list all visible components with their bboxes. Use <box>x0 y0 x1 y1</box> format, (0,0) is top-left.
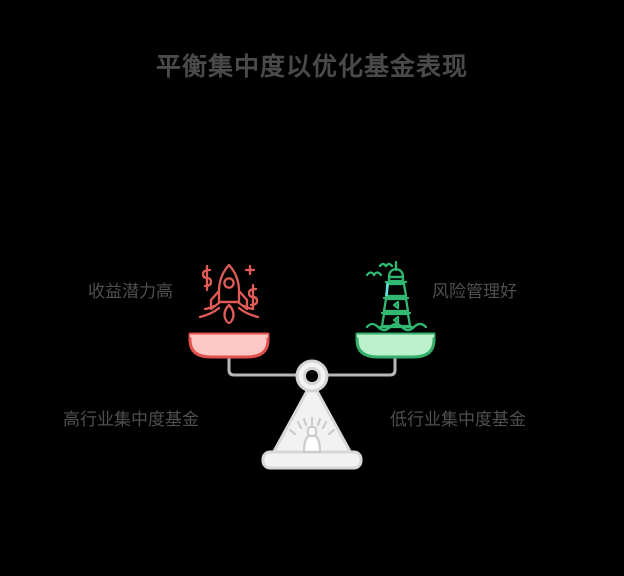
scale-fulcrum <box>295 359 329 393</box>
lighthouse-icon <box>365 260 428 332</box>
right-category-caption: 低行业集中度基金 <box>390 410 526 429</box>
waves-icon <box>365 322 428 332</box>
right-benefit-label: 风险管理好 <box>432 282 517 301</box>
right-pan <box>355 332 436 359</box>
dollar-sign-right <box>247 283 259 311</box>
sparkle-icon <box>244 264 256 276</box>
left-benefit-label: 收益潜力高 <box>88 282 173 301</box>
birds-icon <box>365 262 394 277</box>
rocket-money-icon <box>198 263 260 325</box>
lighthouse-beam-accent <box>385 282 389 297</box>
left-pan <box>188 332 270 359</box>
page-title: 平衡集中度以优化基金表现 <box>155 53 468 81</box>
lamp-icon <box>288 416 336 454</box>
dollar-sign-left <box>201 264 213 292</box>
left-category-caption: 高行业集中度基金 <box>63 410 199 429</box>
